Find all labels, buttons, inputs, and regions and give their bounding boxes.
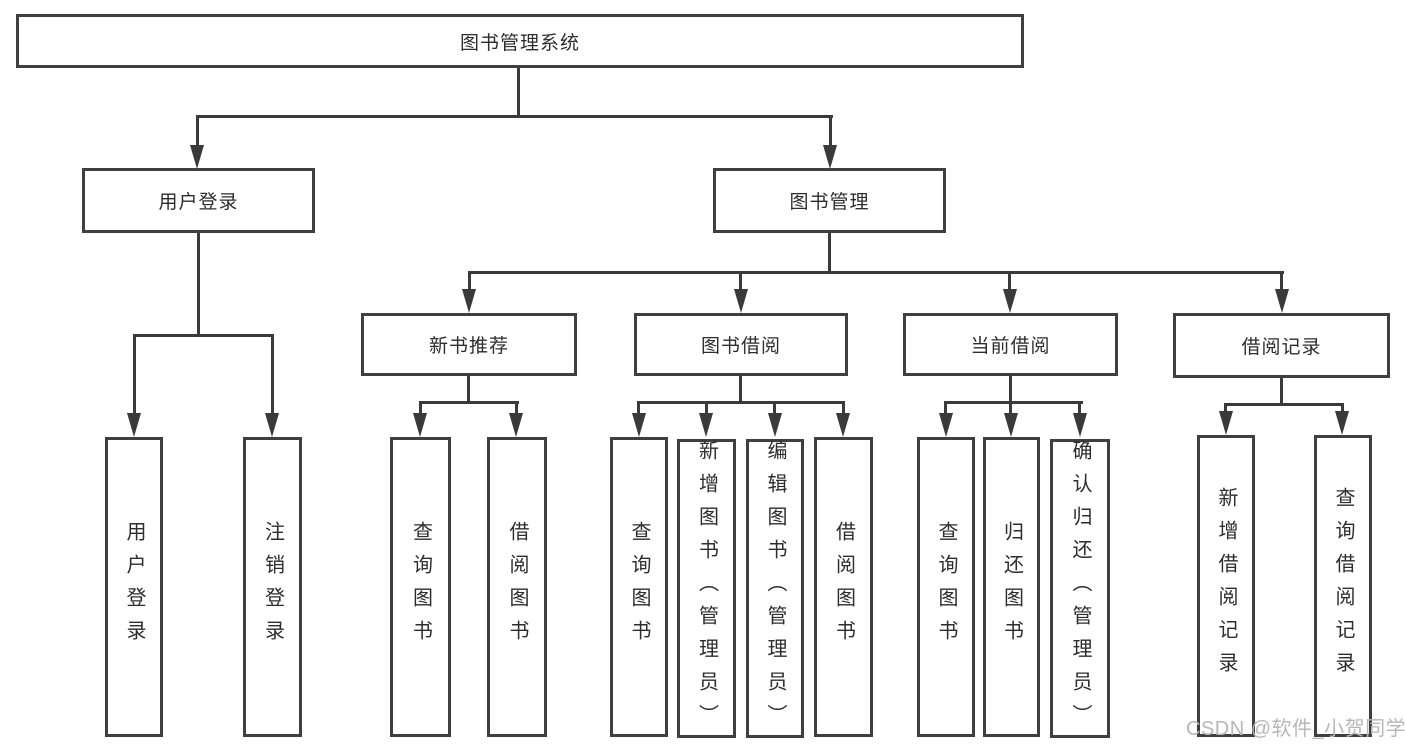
node-new-book-recommend: 新书推荐 [361, 313, 577, 376]
node-query-books-1: 查询图书 [390, 437, 451, 737]
node-query-borrow-record: 查询借阅记录 [1314, 435, 1372, 737]
connector-line [637, 401, 640, 415]
connector-line [1224, 403, 1344, 406]
node-query-books-3: 查询图书 [917, 437, 975, 737]
node-return-books-label: 归还图书 [1000, 521, 1023, 653]
arrow-down-icon [462, 289, 476, 313]
connector-line [467, 376, 470, 404]
connector-line [944, 401, 1083, 404]
connector-line [197, 233, 200, 337]
node-query-borrow-record-label: 查询借阅记录 [1332, 487, 1354, 685]
connector-line [1341, 403, 1344, 413]
arrow-down-icon [413, 413, 427, 437]
arrow-down-icon [265, 413, 279, 437]
arrow-down-icon [823, 145, 837, 169]
node-user-login-leaf: 用户登录 [105, 437, 163, 737]
connector-line [468, 271, 471, 291]
node-current-borrowing-label: 当前借阅 [970, 336, 1051, 357]
arrow-down-icon [1004, 413, 1018, 437]
arrow-down-icon [1073, 413, 1087, 437]
connector-line [1008, 271, 1011, 291]
node-edit-books-admin: 编辑图书（管理员） [746, 439, 804, 738]
node-query-books-1-label: 查询图书 [409, 521, 432, 653]
node-borrow-books-1-label: 借阅图书 [506, 521, 528, 653]
node-user-login-leaf-label: 用户登录 [123, 521, 145, 653]
node-book-borrowing-label: 图书借阅 [700, 336, 781, 357]
connector-line [944, 401, 947, 415]
node-current-borrowing: 当前借阅 [903, 313, 1118, 376]
node-confirm-return-admin-label: 确认归还（管理员） [1069, 440, 1091, 737]
node-book-management: 图书管理 [713, 168, 946, 233]
connector-line [829, 115, 832, 148]
node-borrow-books-2-label: 借阅图书 [832, 521, 855, 653]
connector-line [1009, 376, 1012, 404]
arrow-down-icon [1003, 289, 1017, 313]
arrow-down-icon [1219, 411, 1233, 435]
node-book-management-label: 图书管理 [789, 192, 870, 213]
connector-line [468, 271, 1284, 274]
node-borrow-books-2: 借阅图书 [814, 437, 873, 737]
arrow-down-icon [734, 289, 748, 313]
arrow-down-icon [768, 413, 782, 437]
arrow-down-icon [1275, 289, 1289, 313]
node-query-books-3-label: 查询图书 [935, 521, 957, 653]
node-query-books-2: 查询图书 [610, 437, 668, 737]
arrow-down-icon [836, 413, 850, 437]
node-logout-label: 注销登录 [261, 521, 284, 653]
arrow-down-icon [1335, 411, 1349, 435]
connector-line [1078, 401, 1081, 415]
node-library-management-system: 图书管理系统 [16, 14, 1024, 68]
node-borrowing-records: 借阅记录 [1173, 313, 1390, 378]
node-borrowing-records-label: 借阅记录 [1241, 337, 1322, 358]
connector-line [842, 401, 845, 415]
connector-line [828, 233, 831, 274]
arrow-down-icon [127, 413, 141, 437]
connector-line [517, 68, 520, 118]
connector-line [133, 334, 274, 337]
arrow-down-icon [190, 145, 204, 169]
arrow-down-icon [699, 413, 713, 437]
node-library-management-system-label: 图书管理系统 [459, 32, 580, 54]
node-add-books-admin: 新增图书（管理员） [677, 439, 736, 738]
node-new-book-recommend-label: 新书推荐 [428, 336, 509, 357]
arrow-down-icon [939, 413, 953, 437]
connector-line [705, 401, 708, 415]
arrow-down-icon [632, 413, 646, 437]
node-user-login: 用户登录 [82, 168, 315, 233]
node-add-books-admin-label: 新增图书（管理员） [695, 440, 718, 737]
watermark: CSDN @软件_小贺同学 [1186, 718, 1405, 740]
node-add-borrow-record-label: 新增借阅记录 [1215, 487, 1237, 685]
node-return-books: 归还图书 [983, 437, 1040, 737]
node-query-books-2-label: 查询图书 [628, 521, 650, 653]
connector-line [419, 401, 422, 415]
connector-line [739, 271, 742, 291]
connector-line [1009, 401, 1012, 415]
connector-line [419, 401, 519, 404]
connector-line [196, 115, 833, 118]
node-book-borrowing: 图书借阅 [634, 313, 848, 376]
connector-line [1224, 403, 1227, 413]
connector-line [1280, 378, 1283, 406]
connector-line [773, 401, 776, 415]
node-logout: 注销登录 [243, 437, 302, 737]
node-confirm-return-admin: 确认归还（管理员） [1050, 439, 1110, 738]
connector-line [196, 115, 199, 148]
node-borrow-books-1: 借阅图书 [487, 437, 547, 737]
connector-line [1280, 271, 1283, 291]
connector-line [739, 376, 742, 404]
arrow-down-icon [509, 413, 523, 437]
node-user-login-label: 用户登录 [158, 192, 239, 213]
node-edit-books-admin-label: 编辑图书（管理员） [764, 440, 786, 737]
connector-line [637, 401, 845, 404]
connector-line [515, 401, 518, 415]
connector-line [271, 334, 274, 414]
connector-line [133, 334, 136, 414]
node-add-borrow-record: 新增借阅记录 [1197, 435, 1255, 737]
